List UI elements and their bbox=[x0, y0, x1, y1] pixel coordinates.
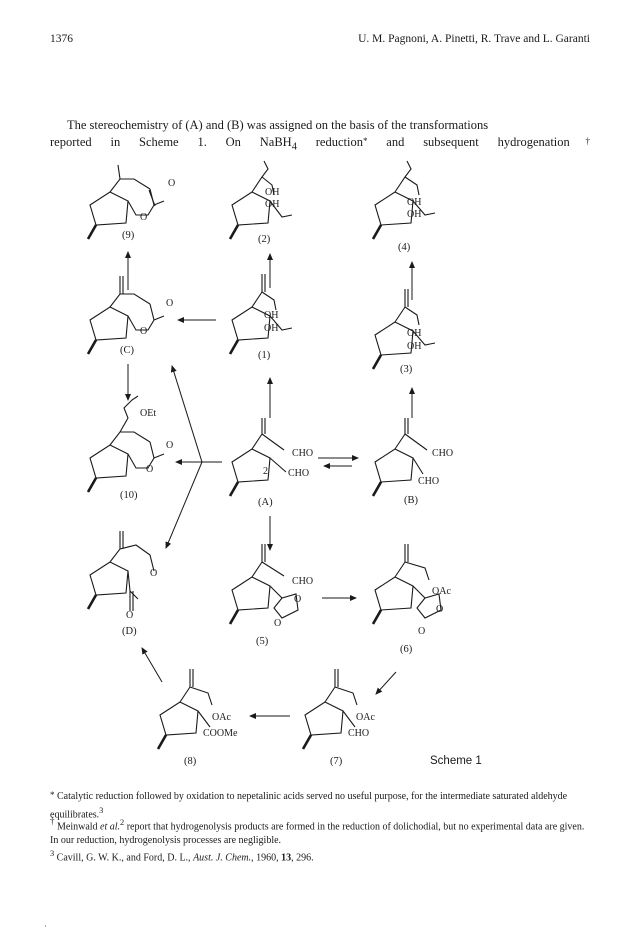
footnote-marker-dagger: † bbox=[569, 136, 590, 146]
compound-label-7: (7) bbox=[330, 756, 343, 767]
subscript: 4 bbox=[291, 141, 297, 153]
compound-label-8: (8) bbox=[184, 756, 197, 767]
compound-3-structure bbox=[371, 289, 436, 370]
reference-pages: , 296. bbox=[291, 852, 314, 864]
ring-o: O bbox=[140, 212, 147, 223]
reference-mark: 3 bbox=[50, 849, 55, 858]
aldehyde-label: CHO bbox=[292, 448, 313, 459]
compound-5-structure bbox=[228, 544, 299, 625]
compound-8-structure bbox=[156, 669, 213, 750]
footnote-marker-star: * bbox=[362, 136, 368, 146]
margin-dot: · bbox=[44, 922, 47, 931]
body-text-part: reduction bbox=[296, 135, 363, 149]
compound-label-c: (C) bbox=[120, 345, 135, 356]
compound-b-structure bbox=[371, 418, 428, 497]
body-text-part: reported in Scheme 1. On NaBH bbox=[50, 135, 292, 149]
running-authors: U. M. Pagnoni, A. Pinetti, R. Trave and … bbox=[358, 33, 590, 45]
compound-label-2: (2) bbox=[258, 234, 271, 245]
compound-c-structure bbox=[86, 276, 165, 355]
footnote-text: report that hydrogenolysis products are … bbox=[50, 821, 585, 846]
reference-volume: 13 bbox=[281, 852, 292, 864]
compound-6-structure bbox=[371, 544, 442, 625]
acetoxy-label: OAc bbox=[212, 712, 231, 723]
aldehyde-label: CHO bbox=[288, 468, 309, 479]
arrow-a-to-d bbox=[165, 461, 203, 549]
hydroxyl-label: OH bbox=[265, 199, 279, 210]
arrow-8-to-d bbox=[141, 647, 163, 683]
compound-10-structure bbox=[86, 395, 165, 493]
compound-label-6: (6) bbox=[400, 644, 413, 655]
compound-1-structure bbox=[228, 274, 293, 355]
hydroxyl-label: OH bbox=[407, 197, 421, 208]
compound-label-5: (5) bbox=[256, 636, 269, 647]
body-paragraph-line-2: reported in Scheme 1. On NaBH4 reduction… bbox=[50, 134, 590, 156]
reaction-scheme: O O (9) OH OH (2) OH OH (4) O O (C) OH O… bbox=[0, 160, 639, 780]
reference-journal: Aust. J. Chem. bbox=[193, 852, 252, 864]
footnote-text: Meinwald bbox=[54, 821, 101, 833]
footnote-italic: et al. bbox=[100, 821, 121, 833]
reference-mark: 2 bbox=[120, 818, 125, 827]
footnote-2: † Meinwald et al.2 report that hydrogeno… bbox=[50, 816, 595, 847]
footnote-mark: † bbox=[50, 816, 55, 826]
carbonyl-o: O bbox=[168, 178, 175, 189]
aldehyde-label: CHO bbox=[292, 576, 313, 587]
compound-label-b: (B) bbox=[404, 495, 419, 506]
body-paragraph-line-1: The stereochemistry of (A) and (B) was a… bbox=[67, 118, 489, 132]
compound-label-a: (A) bbox=[258, 497, 273, 508]
carbonyl-o: O bbox=[166, 440, 173, 451]
compound-label-d: (D) bbox=[122, 626, 137, 637]
compound-2-structure bbox=[228, 160, 293, 240]
hydroxyl-label: OH bbox=[407, 341, 421, 352]
reference-mark: 3 bbox=[99, 805, 104, 815]
page-header: 1376 U. M. Pagnoni, A. Pinetti, R. Trave… bbox=[50, 33, 590, 49]
footnote-text: Catalytic reduction followed by oxidatio… bbox=[50, 791, 568, 820]
aldehyde-label: CHO bbox=[432, 448, 453, 459]
acetoxy-label: OAc bbox=[432, 586, 451, 597]
carbonyl-o: O bbox=[166, 298, 173, 309]
ring-o: O bbox=[150, 568, 157, 579]
scheme-caption: Scheme 1 bbox=[430, 755, 482, 767]
compound-d-structure bbox=[86, 531, 155, 611]
aldehyde-label: CHO bbox=[418, 476, 439, 487]
body-text-part: and subsequent hydrogenation bbox=[367, 135, 570, 149]
reference-3: 3 Cavill, G. W. K., and Ford, D. L., Aus… bbox=[50, 847, 595, 865]
dioxolane-o: O bbox=[436, 604, 443, 615]
reference-authors: Cavill, G. W. K., and Ford, D. L., bbox=[54, 852, 194, 864]
ethoxy-label: OEt bbox=[140, 408, 156, 419]
compound-label-9: (9) bbox=[122, 230, 135, 241]
carbonyl-o: O bbox=[126, 610, 133, 621]
dioxolane-o: O bbox=[274, 618, 281, 629]
ring-o: O bbox=[140, 326, 147, 337]
aldehyde-label: CHO bbox=[348, 728, 369, 739]
ring-o: O bbox=[146, 464, 153, 475]
hydroxyl-label: OH bbox=[264, 310, 278, 321]
compound-9-structure bbox=[86, 164, 165, 240]
scheme-drawing: O O (9) OH OH (2) OH OH (4) O O (C) OH O… bbox=[86, 160, 482, 767]
compound-label-1: (1) bbox=[258, 350, 271, 361]
dioxolane-o: O bbox=[418, 626, 425, 637]
compound-7-structure bbox=[301, 669, 358, 750]
dioxolane-o: O bbox=[294, 594, 301, 605]
ring-position-label: 2 bbox=[263, 466, 268, 477]
reference-year: , 1960, bbox=[251, 852, 282, 864]
acetoxy-label: OAc bbox=[356, 712, 375, 723]
arrow-6-to-7 bbox=[375, 671, 397, 695]
reaction-arrows bbox=[125, 251, 415, 719]
hydroxyl-label: OH bbox=[265, 187, 279, 198]
hydroxyl-label: OH bbox=[407, 209, 421, 220]
hydroxyl-label: OH bbox=[264, 323, 278, 334]
hydroxyl-label: OH bbox=[407, 328, 421, 339]
compound-a-structure bbox=[228, 418, 287, 497]
compound-label-3: (3) bbox=[400, 364, 413, 375]
footnote-1: * Catalytic reduction followed by oxidat… bbox=[50, 790, 595, 821]
page-number: 1376 bbox=[50, 33, 73, 45]
compound-4-structure bbox=[371, 160, 436, 240]
footnote-mark: * bbox=[50, 790, 55, 800]
compound-label-4: (4) bbox=[398, 242, 411, 253]
ester-label: COOMe bbox=[203, 728, 238, 739]
compound-label-10: (10) bbox=[120, 490, 138, 501]
arrow-a-to-c bbox=[170, 365, 203, 463]
